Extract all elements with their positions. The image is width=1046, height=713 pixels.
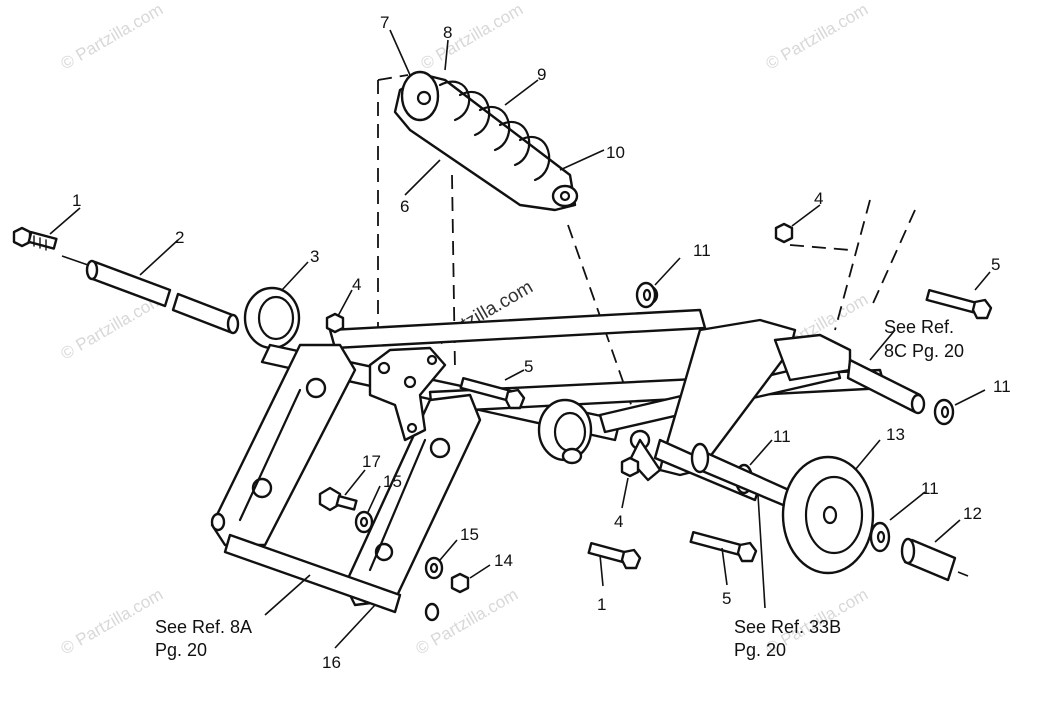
small-hardware: [318, 486, 470, 594]
callout-15-lower: 15: [460, 525, 479, 544]
leader-lines: [49, 29, 991, 649]
reference-notes: See Ref. 8C Pg. 20 See Ref. 8A Pg. 20 Se…: [155, 317, 964, 660]
callout-numbers: 1 2 3 4 4 4 5 5 5 6 7 8 9 10 11 11 11 11…: [72, 13, 1011, 672]
callout-10: 10: [606, 143, 625, 162]
callout-6: 6: [400, 197, 409, 216]
callout-11-lower: 11: [921, 479, 939, 498]
mounting-bracket: [368, 346, 447, 442]
callout-16: 16: [322, 653, 341, 672]
callout-13: 13: [886, 425, 905, 444]
callout-8: 8: [443, 23, 452, 42]
callout-14: 14: [494, 551, 513, 570]
front-arm-assembly: [210, 343, 482, 622]
nut-part-4: [325, 222, 794, 478]
callout-5: 5: [524, 357, 533, 376]
callout-15: 15: [383, 472, 402, 491]
ref-8c-line1: See Ref.: [884, 317, 954, 337]
callout-11-axle: 11: [773, 427, 791, 446]
ref-33b-line2: Pg. 20: [734, 640, 786, 660]
callout-1-lower: 1: [597, 595, 606, 614]
watermark: © Partzilla.com: [58, 0, 167, 73]
spacer-part-12: [900, 537, 969, 582]
callout-5-lower: 5: [722, 589, 731, 608]
callout-1: 1: [72, 191, 81, 210]
watermark: © Partzilla.com: [418, 0, 527, 73]
callout-9: 9: [537, 65, 546, 84]
callout-2: 2: [175, 228, 184, 247]
idler-wheel-part-13: [690, 442, 875, 575]
spacer-tube-part-2: [85, 259, 240, 335]
center-bushing: [537, 398, 593, 465]
ref-33b-line1: See Ref. 33B: [734, 617, 841, 637]
callout-4-lower: 4: [614, 512, 623, 531]
callout-11-right: 11: [993, 377, 1011, 396]
bolt-part-1: [12, 226, 89, 266]
bolt-part-5: [459, 288, 993, 563]
callout-17: 17: [362, 452, 381, 471]
ref-8a-line1: See Ref. 8A: [155, 617, 252, 637]
callout-4-right: 4: [814, 189, 823, 208]
callout-7: 7: [380, 13, 389, 32]
callout-3: 3: [310, 247, 319, 266]
watermark: © Partzilla.com: [58, 585, 167, 659]
watermark: © Partzilla.com: [763, 0, 872, 73]
shock-absorber-assembly: [393, 70, 579, 212]
callout-5-right: 5: [991, 255, 1000, 274]
bushing-part-3: [243, 286, 301, 350]
bolt-part-1-lower: [587, 541, 642, 570]
callout-12: 12: [963, 504, 982, 523]
callout-4: 4: [352, 275, 361, 294]
watermark: © Partzilla.com: [413, 585, 522, 659]
callout-11: 11: [693, 241, 711, 260]
ref-8c-line2: 8C Pg. 20: [884, 341, 964, 361]
ref-8a-line2: Pg. 20: [155, 640, 207, 660]
